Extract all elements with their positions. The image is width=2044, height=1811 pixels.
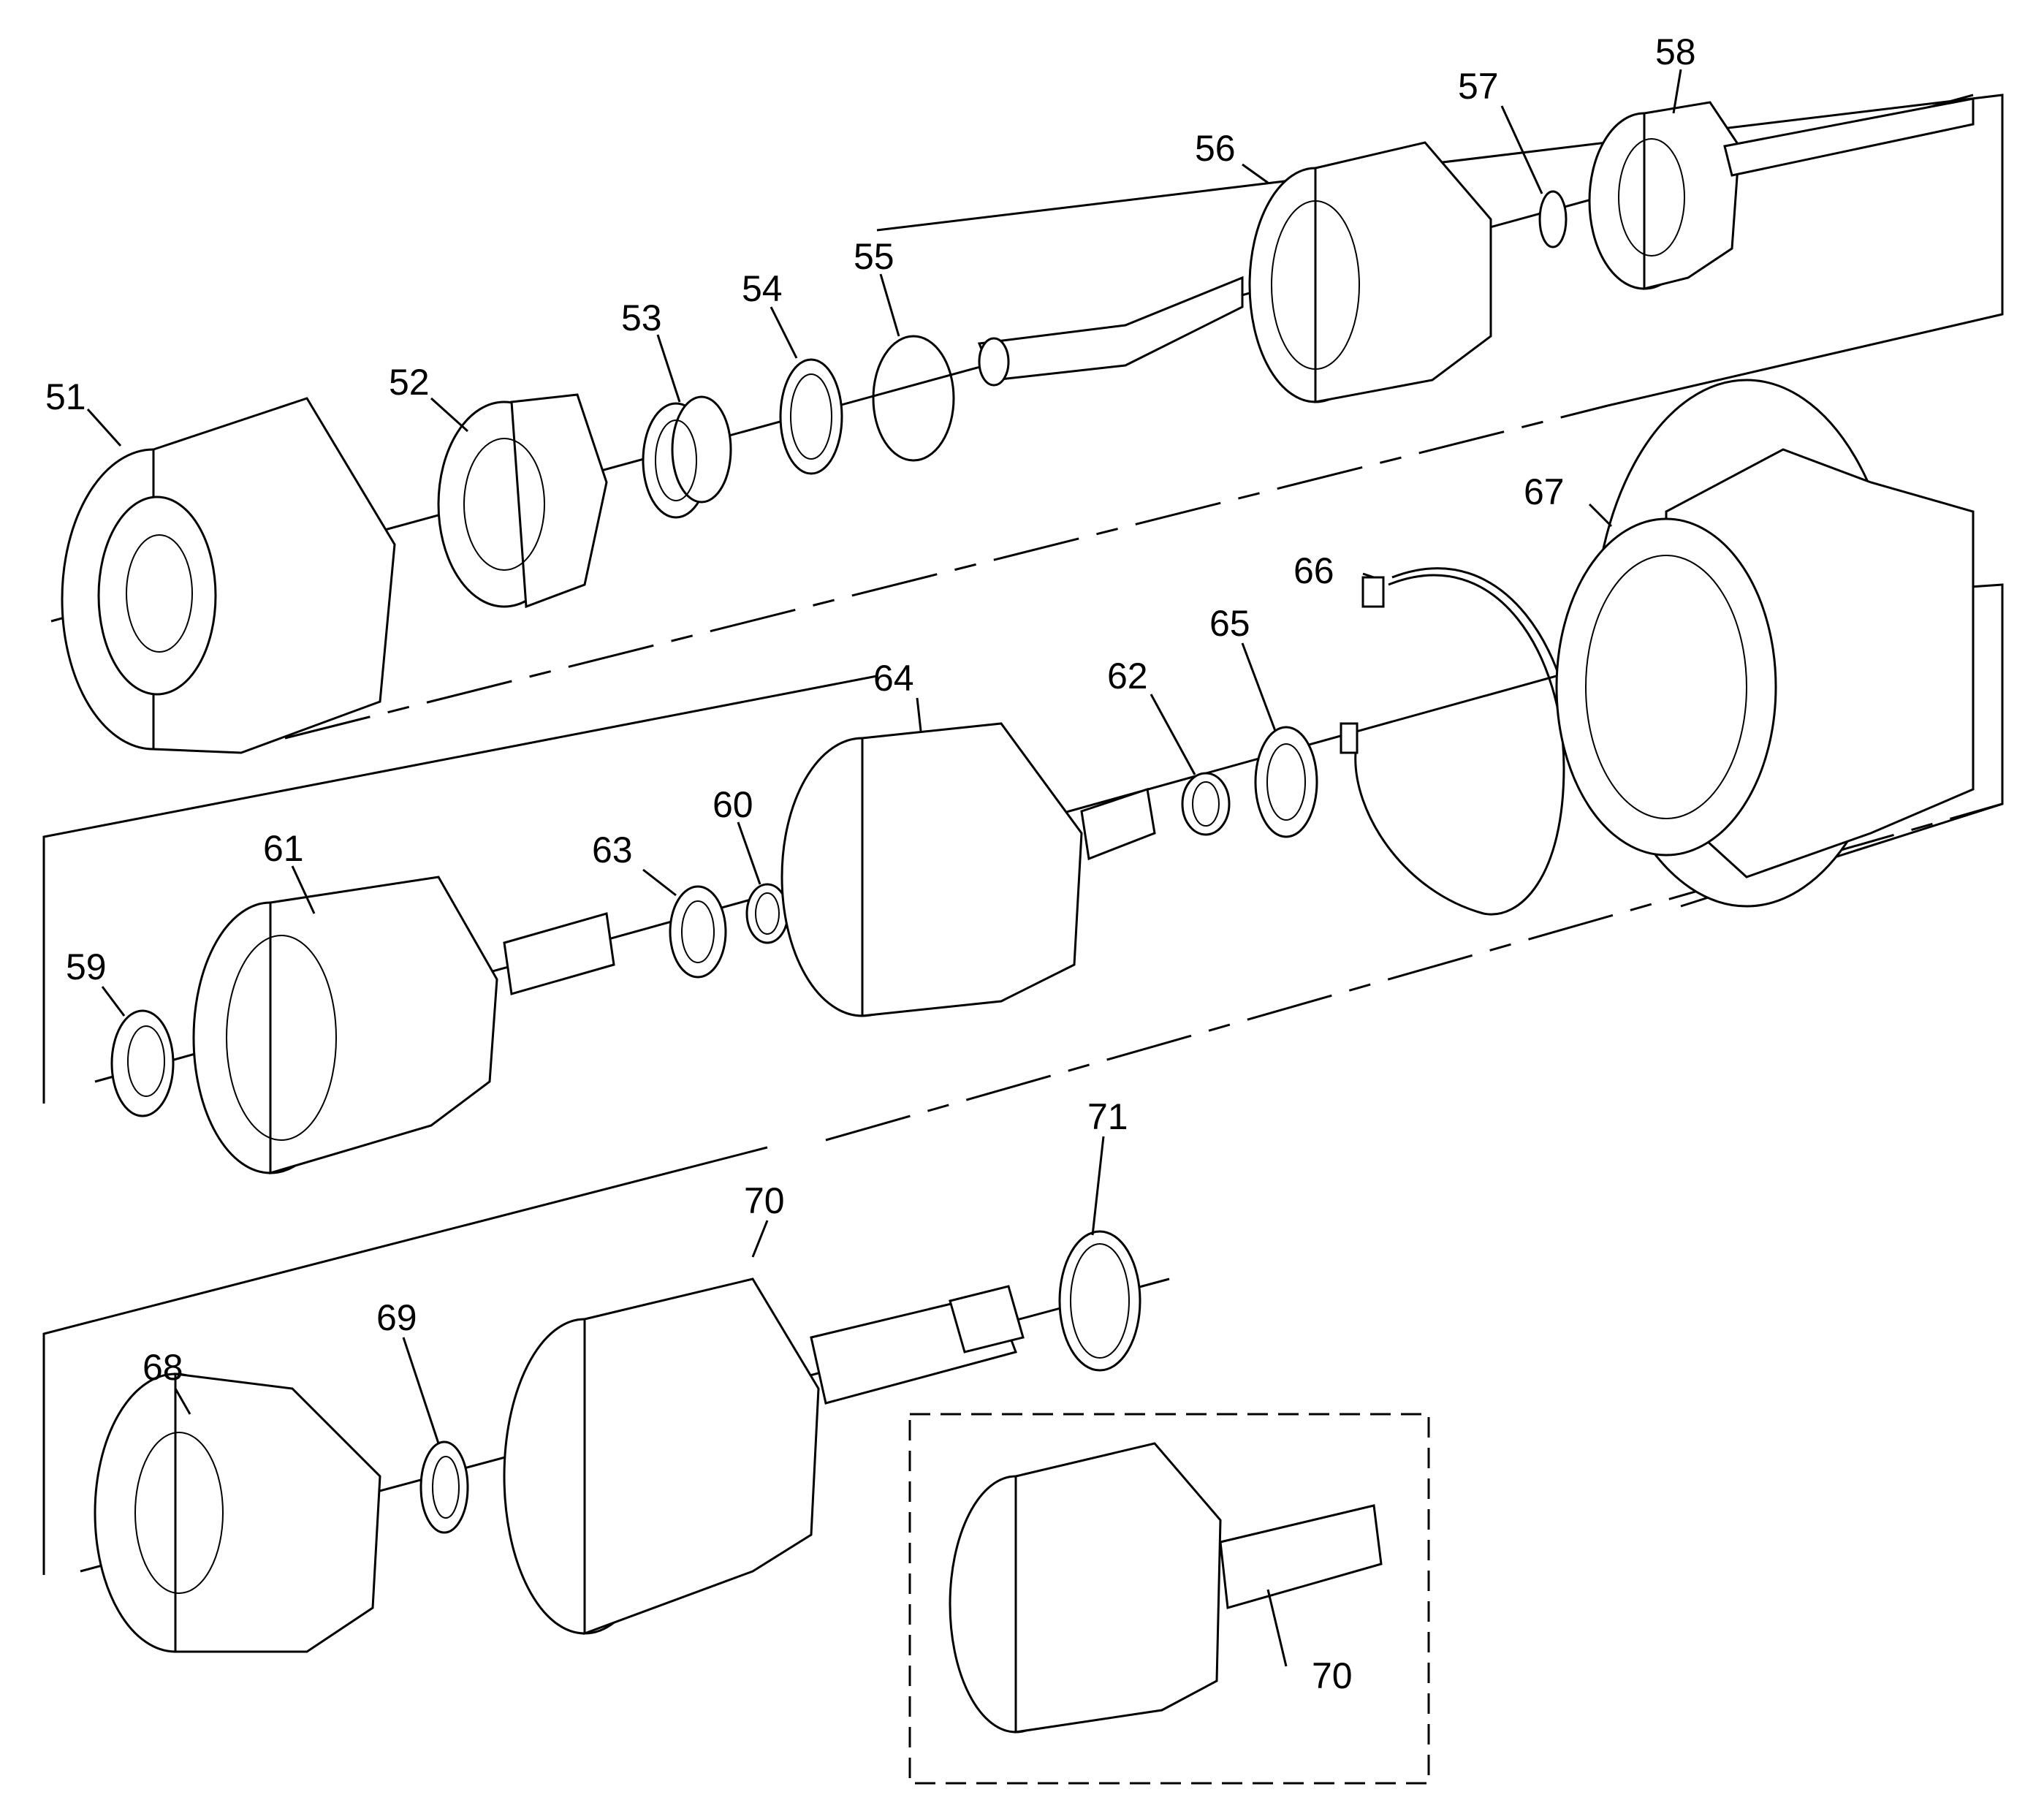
callout-62: 62	[1107, 656, 1148, 696]
part-70-drum-and-shaft[interactable]	[503, 1277, 1025, 1636]
part-66-snap-ring[interactable]	[1340, 567, 1576, 916]
row-3-assembly	[42, 1146, 1430, 1785]
part-59-bearing[interactable]	[110, 1009, 175, 1117]
callout-70-inset: 70	[1312, 1655, 1353, 1696]
row-1-lower-dash	[284, 404, 1608, 740]
callout-65: 65	[1209, 603, 1250, 644]
callout-53: 53	[621, 297, 662, 338]
callout-leaders	[86, 69, 1682, 1667]
callout-68: 68	[143, 1347, 183, 1388]
part-53-gear[interactable]	[642, 395, 732, 519]
inset-frame	[908, 1413, 1430, 1785]
part-57-bushing[interactable]	[1538, 190, 1568, 248]
part-63-washer[interactable]	[669, 885, 727, 979]
part-69-washer[interactable]	[419, 1440, 469, 1534]
callout-61: 61	[263, 828, 304, 869]
row-2-left-frame	[42, 675, 878, 1104]
part-61-drum[interactable]	[192, 876, 615, 1175]
part-70-alternate-drum[interactable]	[949, 1442, 1383, 1734]
callout-64: 64	[873, 658, 914, 699]
row-1-assembly	[50, 94, 2004, 754]
part-55-snap-ring[interactable]	[872, 335, 955, 462]
row-2-lower-dash	[825, 802, 2003, 1142]
callout-labels: 51 52 53 54 55 56 57 58 59 60 61 62 63 6…	[45, 31, 1696, 1696]
callout-71: 71	[1087, 1096, 1128, 1137]
row-3-frame	[42, 1146, 768, 1575]
callout-57: 57	[1458, 66, 1499, 107]
part-67-housing[interactable]	[1555, 379, 1975, 908]
part-62-bushing[interactable]	[1181, 772, 1231, 836]
part-54-washer[interactable]	[779, 358, 843, 475]
callout-55: 55	[854, 236, 894, 277]
callout-60: 60	[713, 784, 753, 825]
part-58-shaft	[1723, 97, 1975, 177]
callout-51: 51	[45, 376, 86, 417]
callout-52: 52	[389, 362, 430, 403]
part-68-carrier[interactable]	[94, 1373, 381, 1653]
part-52-carrier[interactable]	[437, 393, 608, 609]
part-64-drum[interactable]	[780, 722, 1156, 1017]
callout-54: 54	[742, 268, 783, 309]
row-2-assembly	[42, 379, 2004, 1175]
part-65-seal[interactable]	[1254, 726, 1318, 838]
callout-70: 70	[744, 1180, 785, 1221]
part-71-washer[interactable]	[1058, 1230, 1141, 1372]
part-56-shaft-and-drum[interactable]	[977, 141, 1492, 403]
callout-59: 59	[66, 946, 107, 987]
part-51-drum[interactable]	[61, 397, 396, 754]
callout-63: 63	[592, 829, 633, 870]
callout-69: 69	[376, 1297, 417, 1338]
callout-56: 56	[1195, 128, 1236, 169]
callout-66: 66	[1293, 550, 1334, 591]
callout-67: 67	[1524, 471, 1565, 512]
part-58-gear[interactable]	[1588, 101, 1741, 290]
callout-58: 58	[1655, 31, 1696, 72]
